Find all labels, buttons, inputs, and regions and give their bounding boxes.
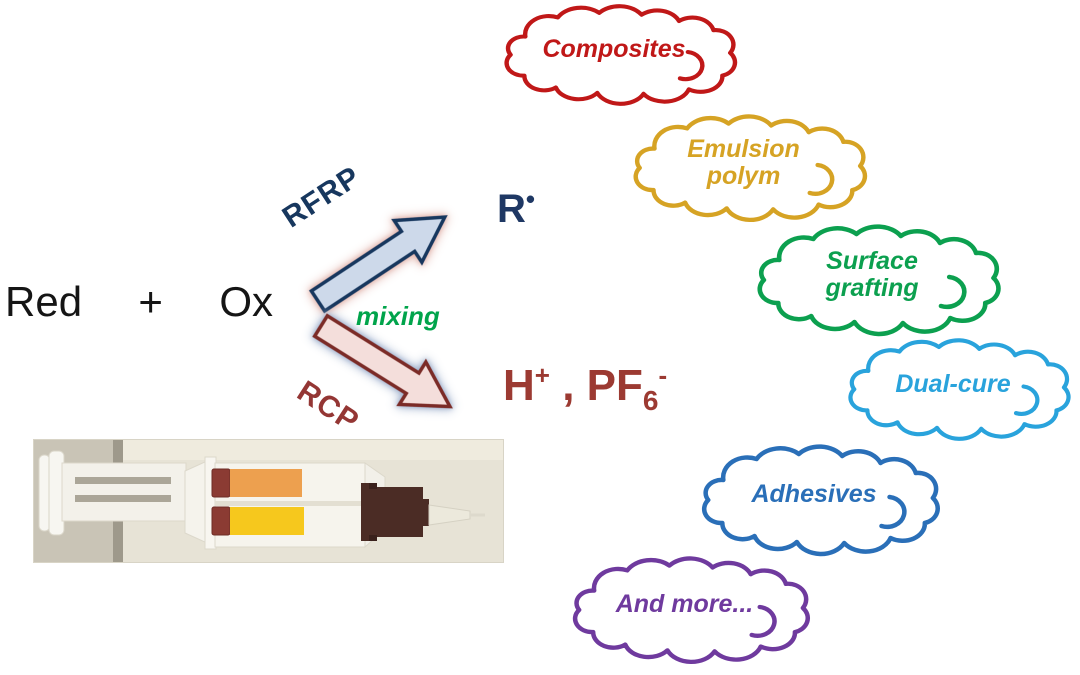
radical-product: R• [497,186,535,229]
cloud-surface-grafting: Surface grafting [733,222,1011,332]
cloud-label: Emulsion polym [687,134,800,190]
cloud-and-more: And more... [549,554,820,660]
seal-top [211,468,231,498]
cloud-label: Dual-cure [895,369,1011,398]
rcp-label: RCP [291,374,365,439]
cloud-emulsion-polym: Emulsion polym [610,112,877,218]
cloud-label: And more... [615,590,754,619]
ion-separator: , [549,361,587,410]
hexafluorophosphate-charge: - [658,360,668,390]
cloud-label: Surface grafting [825,246,919,302]
cloud-dual-cure: Dual-cure [826,336,1080,437]
cloud-label: Composites [542,35,686,64]
reductant-label: Red [5,278,83,325]
cloud-adhesives: Adhesives [678,442,950,552]
cloud-label: Adhesives [751,480,877,509]
redox-equation: Red + Ox [5,278,273,326]
syringe-plunger [38,450,187,536]
syringe-illustration [33,439,504,563]
rfrp-label: RFRP [276,160,367,235]
yellow-liquid [230,507,304,535]
oxidant-label: Ox [219,278,273,325]
dual-barrel-syringe-photo [33,439,504,563]
static-mixer-block [361,483,429,541]
mixing-tip [428,504,485,526]
cloud-composites: Composites [481,2,747,102]
radical-dot: • [525,184,535,214]
ionic-products: H+ , PF6- [503,362,667,415]
proton-charge: + [534,360,550,390]
hexafluorophosphate-index: 6 [642,385,659,416]
plus-sign: + [138,278,163,325]
radical-symbol: R [497,187,526,231]
hexafluorophosphate-symbol: PF [586,361,643,410]
syringe-barrel [184,456,386,550]
orange-liquid [230,469,302,497]
mixing-label: mixing [356,301,440,331]
proton-symbol: H [503,361,535,410]
photo-top-highlight [123,440,503,460]
seal-bottom [211,506,231,536]
